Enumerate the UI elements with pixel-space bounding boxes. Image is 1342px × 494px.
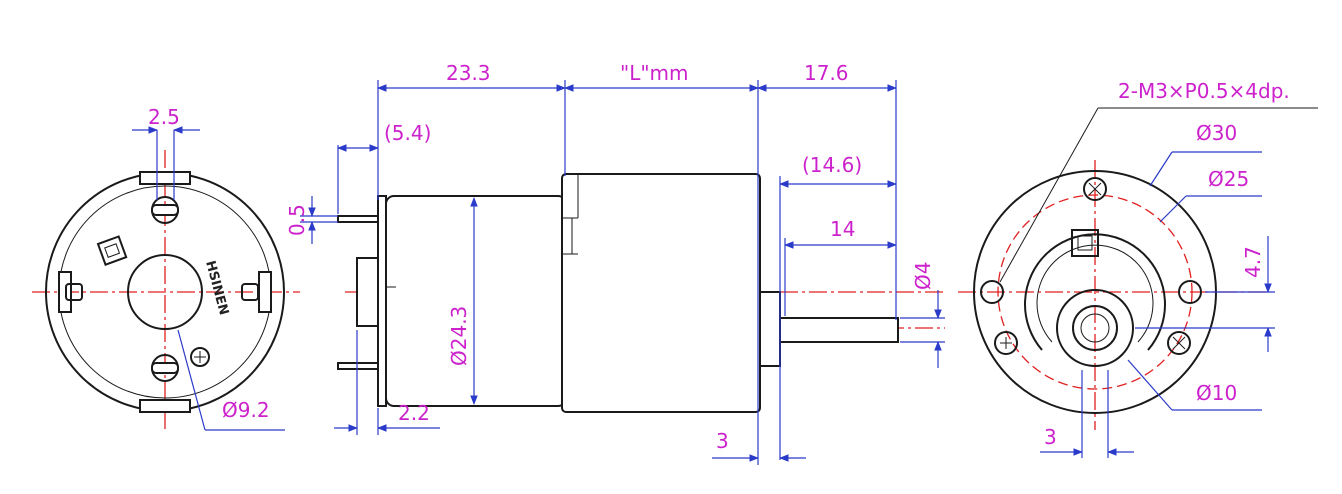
rear-notch-top [139, 171, 191, 185]
rear-tab-left [65, 283, 83, 301]
dim-body-dia: Ø24.3 [447, 306, 471, 366]
rear-view: HSINEN 2.5 Ø9.2 [32, 105, 300, 431]
dim-motor-len: "L"mm [620, 61, 689, 85]
brand-logo-icon [96, 235, 128, 266]
dim-mount-holes: 2-M3×P0.5×4dp. [1118, 79, 1290, 103]
mount-hole-left [980, 280, 1004, 304]
screw-top-icon [1083, 177, 1107, 201]
motor-body [385, 195, 567, 407]
dim-offset: 4.7 [1241, 246, 1265, 278]
rear-notch-right [258, 271, 272, 313]
screw-bottom-left-icon [994, 331, 1018, 355]
dim-terminal-offset: (5.4) [384, 121, 431, 145]
bolt-circle [997, 194, 1193, 390]
front-recess [1024, 233, 1166, 351]
screw-bottom-right-icon [1167, 331, 1191, 355]
rear-terminal-top-slot [151, 204, 179, 216]
dim-terminal-pitch: 2.2 [398, 401, 430, 425]
dim-shaft-exposed: (14.6) [802, 153, 862, 177]
dim-pin-spacing: 2.5 [148, 105, 180, 129]
front-view: 2-M3×P0.5×4dp. Ø30 Ø25 4.7 Ø10 3 [958, 79, 1318, 458]
dim-gearbox-len: 23.3 [446, 61, 491, 85]
dim-boss-height: 3 [716, 429, 729, 453]
gearbox-body [561, 173, 761, 413]
dim-terminal-thickness: 0.5 [285, 204, 309, 236]
output-boss [759, 291, 781, 367]
side-view: 23.3 "L"mm 17.6 (5.4) (14.6) 14 0.5 Ø24.… [285, 61, 945, 465]
rear-tab-right [241, 283, 259, 301]
rear-boss [127, 254, 203, 330]
front-logo-icon [1071, 229, 1099, 257]
dim-shaft-dia: Ø4 [911, 262, 935, 290]
dim-shaft-len: 17.6 [804, 61, 849, 85]
dim-front-boss-offset: 3 [1044, 425, 1057, 449]
dim-front-boss-dia: Ø10 [1196, 381, 1237, 405]
rear-notch-bottom [139, 399, 191, 413]
dim-boss-dia-rear: Ø9.2 [222, 398, 270, 422]
brand-text: HSINEN [202, 259, 231, 317]
front-shaft [1072, 305, 1118, 351]
dim-flat-len: 14 [830, 217, 855, 241]
rear-terminal-bottom-slot [151, 362, 179, 374]
dim-outer-dia: Ø30 [1196, 121, 1237, 145]
terminal-top [337, 215, 379, 223]
terminal-bottom [337, 362, 379, 370]
rear-screw-icon [190, 347, 210, 367]
mount-hole-right [1178, 280, 1202, 304]
front-boss [1056, 289, 1134, 367]
dim-bolt-circle: Ø25 [1208, 167, 1249, 191]
end-plate [377, 195, 387, 407]
output-shaft [779, 317, 899, 343]
